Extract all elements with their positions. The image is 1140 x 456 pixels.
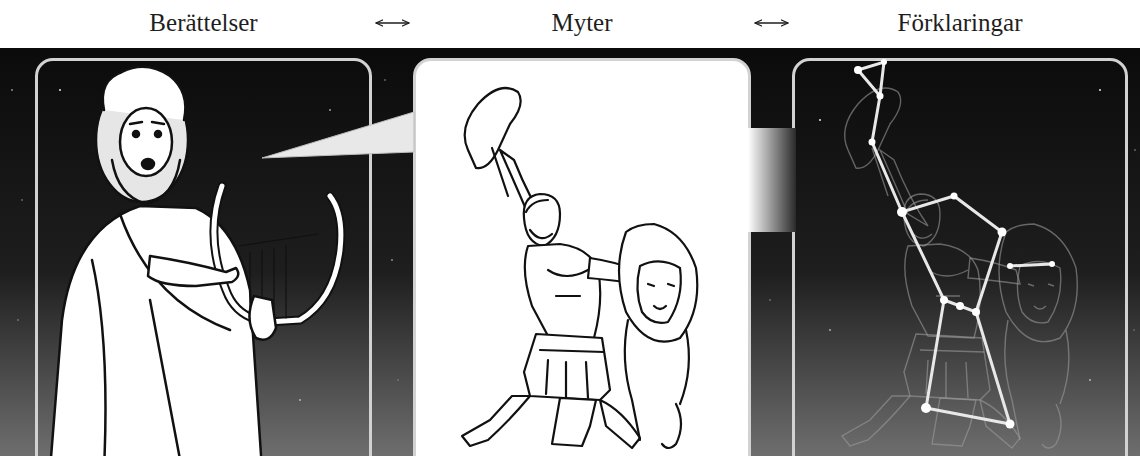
panel-heading: Berättelser (35, 8, 372, 38)
panel-heading: Förklaringar (792, 8, 1128, 38)
story-panel: Förklaringar (792, 0, 1128, 456)
panel-bridge (748, 128, 796, 232)
speech-tail (262, 112, 414, 158)
constellation-stars (59, 59, 1101, 429)
double-arrow (376, 22, 409, 23)
storyteller-figure (50, 67, 341, 456)
hero-illustration (462, 88, 697, 448)
constellation-figure (842, 88, 1077, 448)
panel-heading: Myter (413, 8, 751, 38)
story-panel: Myter (413, 0, 751, 456)
panel-frame (413, 58, 751, 456)
double-arrow (755, 22, 788, 23)
panel-frame (35, 58, 372, 456)
panel-frame (792, 58, 1128, 456)
story-panel: Berättelser (35, 0, 372, 456)
constellation-lines (858, 62, 1052, 424)
